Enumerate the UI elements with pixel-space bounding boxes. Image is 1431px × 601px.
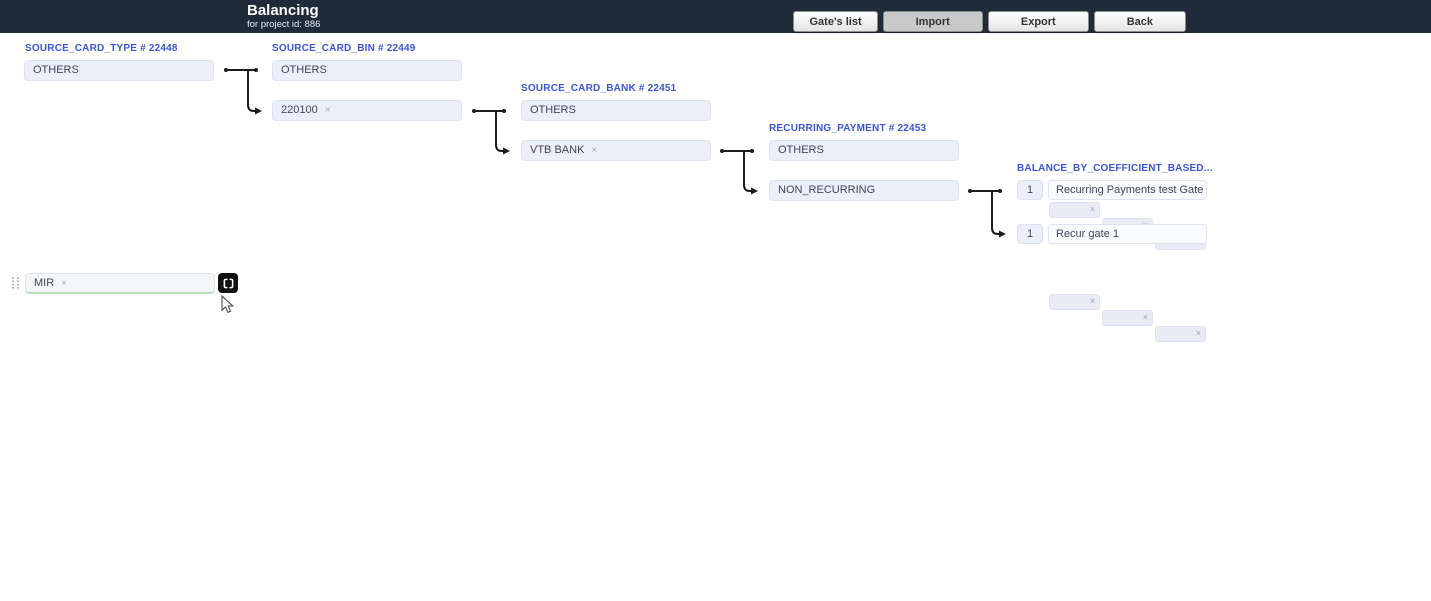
gate-cell[interactable]: ×: [1102, 310, 1153, 326]
node-label: OTHERS: [530, 104, 576, 116]
node-label: OTHERS: [33, 64, 79, 76]
gate-name-box[interactable]: Recurring Payments test Gate: [1048, 180, 1207, 200]
node-source-card-bin-others[interactable]: OTHERS: [272, 60, 462, 81]
balancing-canvas: SOURCE_CARD_TYPE # 22448 OTHERS SOURCE_C…: [0, 33, 1431, 601]
connector-lines: [224, 68, 1006, 238]
export-button[interactable]: Export: [987, 11, 1089, 32]
node-source-card-bin-220100[interactable]: 220100 ×: [272, 100, 462, 121]
node-mir-chip[interactable]: MIR ×: [25, 273, 215, 294]
node-source-card-bank-others[interactable]: OTHERS: [521, 100, 711, 121]
import-button[interactable]: Import: [882, 11, 983, 32]
column-label-source-card-bin: SOURCE_CARD_BIN # 22449: [272, 43, 416, 54]
back-button[interactable]: Back: [1093, 11, 1186, 32]
node-label: OTHERS: [778, 144, 824, 156]
node-recurring-payment-non-recurring[interactable]: NON_RECURRING: [769, 180, 959, 201]
remove-icon[interactable]: ×: [61, 278, 68, 289]
gate-coefficient-input[interactable]: 1: [1017, 224, 1043, 244]
node-label: 220100: [281, 104, 318, 116]
column-label-source-card-type: SOURCE_CARD_TYPE # 22448: [25, 43, 178, 54]
gate-cell[interactable]: ×: [1049, 294, 1100, 310]
mouse-cursor-icon: [221, 295, 235, 314]
connector: [968, 189, 1006, 238]
node-source-card-type-others[interactable]: OTHERS: [24, 60, 214, 81]
node-label: OTHERS: [281, 64, 327, 76]
node-recurring-payment-others[interactable]: OTHERS: [769, 140, 959, 161]
remove-icon[interactable]: ×: [1089, 296, 1095, 306]
connector: [472, 109, 510, 155]
node-label: VTB BANK: [530, 144, 585, 156]
remove-icon[interactable]: ×: [1089, 204, 1095, 214]
column-label-recurring-payment: RECURRING_PAYMENT # 22453: [769, 123, 927, 134]
connector: [224, 68, 262, 115]
gate-cell[interactable]: ×: [1049, 202, 1100, 218]
page-subtitle: for project id: 886: [247, 19, 321, 30]
connector: [720, 149, 758, 195]
title-block: Balancing for project id: 886: [247, 2, 321, 31]
remove-icon[interactable]: ×: [1195, 328, 1201, 338]
column-label-source-card-bank: SOURCE_CARD_BANK # 22451: [521, 83, 677, 94]
node-label: MIR: [34, 277, 55, 289]
gate-name-box[interactable]: Recur gate 1: [1048, 224, 1207, 244]
drag-handle-icon[interactable]: [11, 276, 20, 295]
remove-icon[interactable]: ×: [1142, 312, 1148, 322]
node-label: NON_RECURRING: [778, 184, 876, 196]
gate-cell[interactable]: ×: [1155, 326, 1206, 342]
node-source-card-bank-vtb[interactable]: VTB BANK ×: [521, 140, 711, 161]
column-label-balance-by-coefficient: BALANCE_BY_COEFFICIENT_BASED...: [1017, 163, 1213, 174]
remove-icon[interactable]: ×: [324, 105, 331, 116]
gates-list-button[interactable]: Gate's list: [793, 11, 878, 32]
gate-coefficient-input[interactable]: 1: [1017, 180, 1043, 200]
header: Balancing for project id: 886 Gate's lis…: [0, 0, 1431, 33]
expand-icon: [223, 278, 233, 288]
page-title: Balancing: [247, 2, 319, 19]
expand-button[interactable]: [218, 273, 238, 293]
header-actions: Gate's list Import Export Back: [793, 11, 1186, 32]
remove-icon[interactable]: ×: [591, 145, 598, 156]
